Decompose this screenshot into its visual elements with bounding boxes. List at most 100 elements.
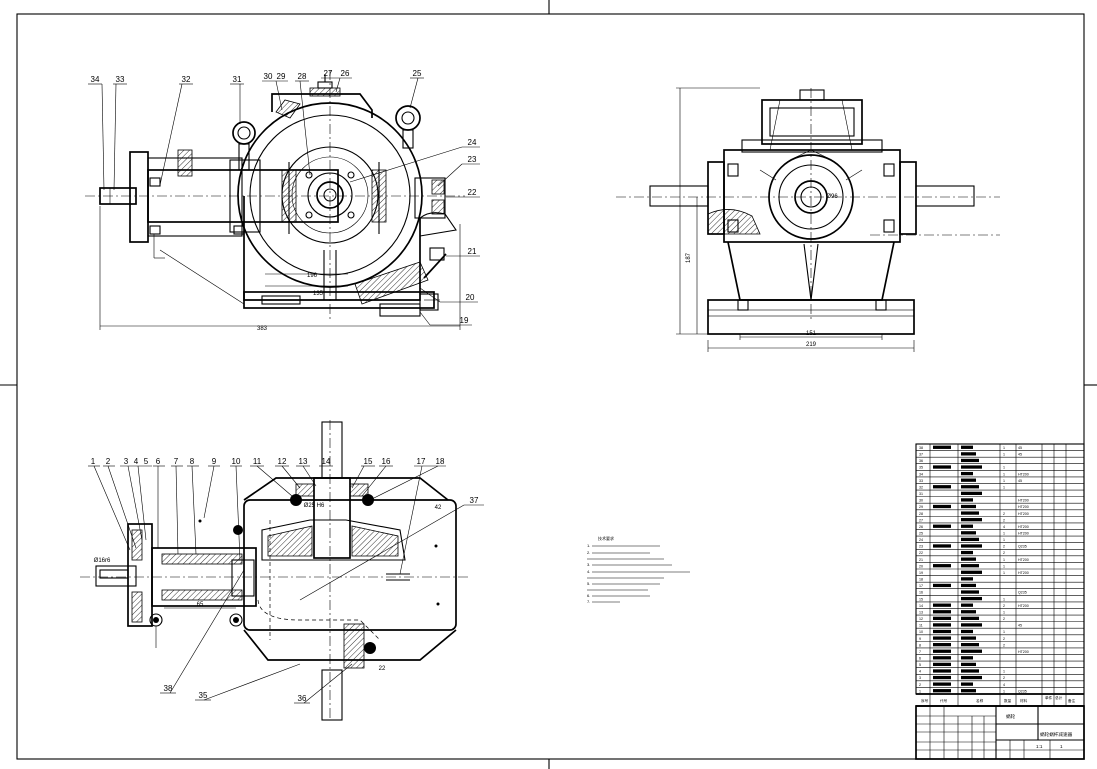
balloon-16: 16	[382, 457, 391, 466]
balloon-26: 26	[341, 69, 350, 78]
bom-name-cell	[961, 557, 976, 561]
bom-name-cell	[961, 465, 982, 469]
bom-item-number: 23	[919, 545, 923, 549]
bom-code-cell	[933, 662, 951, 667]
bom-quantity: 1	[1003, 670, 1005, 674]
note-line-2: 2.	[587, 550, 590, 555]
balloon-3: 3	[124, 457, 129, 466]
balloon-7: 7	[174, 457, 179, 466]
bom-code-cell	[933, 656, 951, 660]
bom-name-cell	[961, 491, 982, 495]
balloon-28: 28	[298, 72, 307, 81]
bom-code-cell	[933, 544, 951, 548]
bom-material: HT200	[1018, 472, 1029, 476]
bom-header-material: 材料	[1020, 698, 1028, 703]
bom-quantity: 1	[1003, 610, 1005, 614]
balloon-15: 15	[364, 457, 373, 466]
balloon-18: 18	[436, 457, 445, 466]
bom-material: Q235	[1018, 591, 1027, 595]
bom-item-number: 3	[919, 676, 921, 680]
bom-item-number: 6	[919, 657, 921, 661]
bom-quantity: 4	[1003, 525, 1005, 529]
bom-code-cell	[933, 689, 951, 693]
bom-code-cell	[933, 669, 951, 673]
bom-header-total: 总计	[1055, 695, 1063, 700]
balloon-35: 35	[199, 691, 208, 700]
note-line-6: 6.	[587, 593, 590, 598]
bom-item-number: 33	[919, 479, 923, 483]
bom-item-number: 25	[919, 532, 923, 536]
balloon-27: 27	[324, 69, 333, 78]
bom-item-number: 24	[919, 538, 923, 542]
bom-name-cell	[961, 570, 982, 574]
balloon-19: 19	[460, 316, 469, 325]
bom-name-cell	[961, 550, 973, 555]
bom-material: Q235	[1018, 689, 1027, 693]
bom-name-cell	[961, 504, 976, 509]
bom-material: HT200	[1018, 512, 1029, 516]
balloon-33: 33	[116, 75, 125, 84]
dim-side-overall: 219	[806, 342, 817, 348]
balloon-30: 30	[264, 72, 273, 81]
bom-material: 45	[1018, 479, 1022, 483]
bom-code-cell	[933, 623, 951, 627]
bom-item-number: 10	[919, 630, 923, 634]
bom-quantity: 1	[1003, 466, 1005, 470]
balloon-36: 36	[298, 694, 307, 703]
bom-name-cell	[961, 458, 979, 463]
bom-item-number: 13	[919, 610, 923, 614]
dim-d1: 196	[307, 273, 318, 279]
bom-quantity: 2	[1003, 643, 1005, 647]
bom-code-cell	[933, 616, 951, 620]
bom-name-cell	[961, 610, 976, 614]
bom-name-cell	[961, 649, 982, 653]
bom-item-number: 12	[919, 617, 923, 621]
bom-item-number: 8	[919, 643, 921, 647]
balloon-8: 8	[190, 457, 195, 466]
bom-item-number: 34	[919, 472, 923, 476]
dim-inner: 135	[313, 291, 324, 297]
balloon-29: 29	[277, 72, 286, 81]
bom-name-cell	[961, 675, 982, 680]
bom-quantity: 1	[1003, 453, 1005, 457]
bom-header-name: 名称	[976, 698, 984, 703]
bom-item-number: 15	[919, 597, 923, 601]
balloon-24: 24	[468, 138, 477, 147]
balloon-21: 21	[468, 247, 477, 256]
bom-quantity: 2	[1003, 545, 1005, 549]
bom-quantity: 1	[1003, 630, 1005, 634]
bom-name-cell	[961, 643, 979, 647]
dim-span: 65	[197, 602, 204, 608]
dim-base: 151	[806, 331, 817, 337]
bom-name-cell	[961, 616, 979, 620]
side-view: Ø96 151 219 187	[616, 87, 1000, 352]
dim-gap: 42	[435, 505, 442, 511]
bom-material: HT200	[1018, 505, 1029, 509]
notes-title: 技术要求	[598, 535, 614, 541]
bom-code-cell	[933, 583, 951, 588]
balloon-1: 1	[91, 457, 96, 466]
bom-name-cell	[961, 596, 982, 601]
bom-item-number: 16	[919, 591, 923, 595]
front-view: 383 135 196 34 33 32 31 30 29 28 27 26 2…	[85, 69, 480, 332]
balloon-2: 2	[106, 457, 111, 466]
plan-view: 65 Ø16r6 42 Ø25 H6 22 1 2 3 4 5 6 7 8 9 …	[80, 420, 484, 721]
technical-requirements: 技术要求 1. 2. 3. 4. 5. 6. 7.	[587, 535, 690, 604]
bom-quantity: 1	[1003, 532, 1005, 536]
bom-quantity: 1	[1003, 558, 1005, 562]
bom-quantity: 2	[1003, 676, 1005, 680]
bom-quantity: 4	[1003, 683, 1005, 687]
note-line-7: 7.	[587, 599, 590, 604]
bom-name-cell	[961, 689, 976, 693]
bom-quantity: 1	[1003, 571, 1005, 575]
bom-quantity: 2	[1003, 518, 1005, 522]
bom-code-cell	[933, 603, 951, 607]
bom-quantity: 1	[1003, 597, 1005, 601]
balloon-13: 13	[299, 457, 308, 466]
bom-quantity: 1	[1003, 479, 1005, 483]
bom-name-cell	[961, 623, 982, 627]
balloon-31: 31	[233, 75, 242, 84]
bom-item-number: 29	[919, 505, 923, 509]
